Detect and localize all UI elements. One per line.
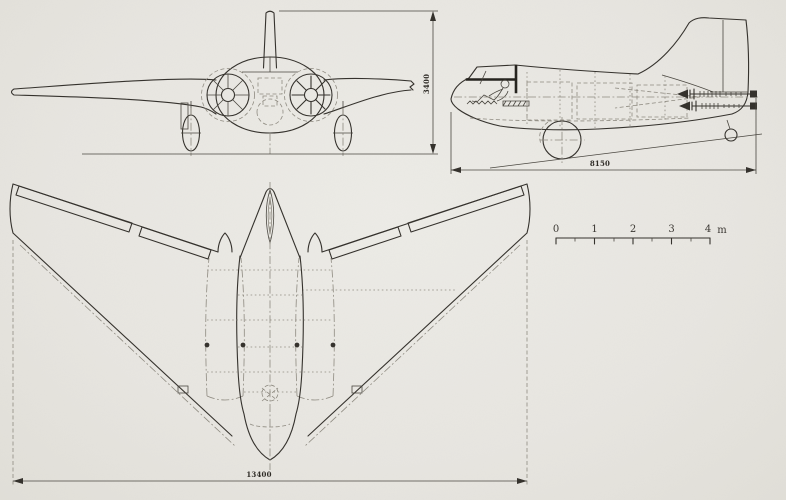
plan-fuselage <box>204 182 336 470</box>
side-rocket-thrust-devices <box>677 88 757 112</box>
height-dimension: 3400 <box>279 10 438 155</box>
side-view-drawing: 8150 <box>450 17 763 174</box>
scale-tick-label-3: 3 <box>668 224 674 235</box>
front-landing-gear <box>180 101 353 156</box>
span-dimension-label: 13400 <box>246 470 271 479</box>
front-engine-right <box>284 68 338 122</box>
plan-engine-bullets <box>217 232 323 253</box>
length-dimension: 8150 <box>450 98 757 174</box>
scale-unit-label: m <box>717 225 727 236</box>
span-dimension: 13400 <box>12 240 528 486</box>
length-dimension-label: 8150 <box>590 159 610 168</box>
scale-tick-label-2: 2 <box>630 224 636 235</box>
side-ground-line <box>489 133 763 169</box>
scale-tick-label-0: 0 <box>553 224 559 235</box>
scale-tick-label-1: 1 <box>591 224 597 235</box>
front-engine-left <box>201 68 255 122</box>
side-pilot-figure <box>471 70 510 103</box>
plan-view-drawing: 13400 <box>9 182 531 486</box>
height-dimension-label: 3400 <box>422 74 431 94</box>
scale-bar: 0 1 2 3 4 m <box>553 224 727 245</box>
front-fin <box>262 10 278 69</box>
front-wings <box>10 77 415 115</box>
plan-wings <box>9 183 531 447</box>
front-view-drawing: 3400 <box>10 10 438 156</box>
front-fuselage <box>215 56 325 154</box>
scale-tick-label-4: 4 <box>705 224 711 235</box>
